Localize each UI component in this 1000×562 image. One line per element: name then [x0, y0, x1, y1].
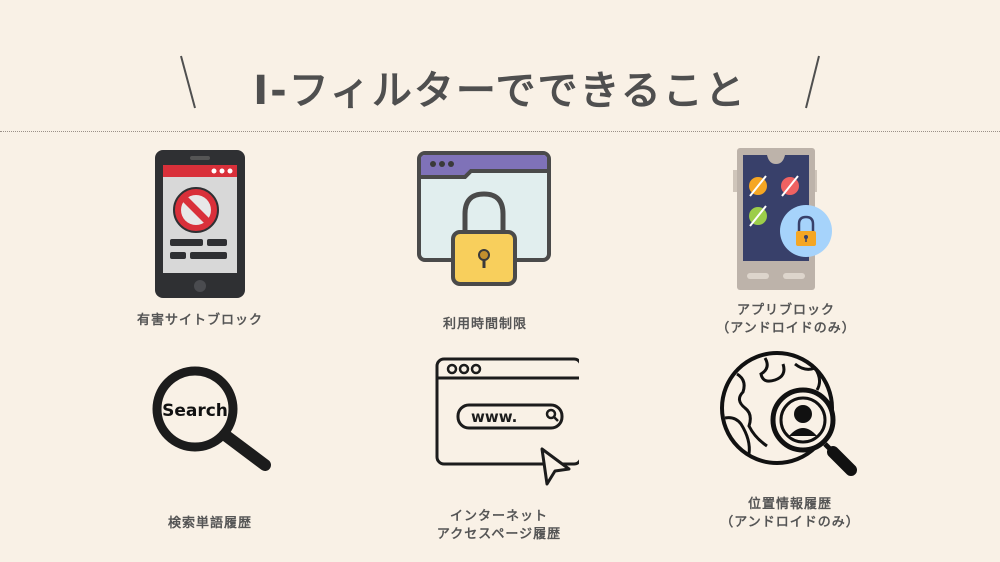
phone-app-lock-icon — [733, 148, 832, 290]
feature-internet-access-history: www. インターネット アクセスページ履歴 — [389, 356, 609, 544]
feature-label: インターネット — [449, 509, 548, 524]
search-text: Search — [162, 401, 228, 421]
left-slash-decoration — [180, 55, 196, 109]
feature-harmful-site-block: 有害サイトブロック — [90, 148, 310, 330]
feature-location-history: 位置情報履歴 （アンドロイドのみ） — [680, 350, 900, 532]
feature-label: 利用時間制限 — [442, 317, 527, 332]
header: I-フィルターでできること — [0, 50, 1000, 120]
globe-person-search-icon — [720, 351, 857, 476]
page-title: I-フィルターでできること — [253, 68, 747, 114]
right-slash-decoration — [805, 55, 820, 109]
phone-prohibited-icon — [155, 150, 245, 298]
feature-label: 検索単語履歴 — [167, 516, 252, 531]
feature-search-word-history: Search 検索単語履歴 — [100, 365, 320, 533]
feature-sublabel: （アンドロイドのみ） — [716, 321, 856, 336]
feature-label: 位置情報履歴 — [747, 497, 832, 512]
feature-sublabel: アクセスページ履歴 — [436, 527, 562, 542]
feature-label: 有害サイトブロック — [136, 313, 263, 328]
feature-sublabel: （アンドロイドのみ） — [720, 515, 860, 530]
feature-usage-time-limit: 利用時間制限 — [375, 150, 595, 334]
feature-app-block: アプリブロック （アンドロイドのみ） — [676, 146, 896, 338]
search-magnifier-icon: Search — [152, 366, 271, 471]
feature-label: アプリブロック — [736, 303, 835, 318]
browser-url-cursor-icon: www. — [435, 357, 579, 486]
divider — [0, 131, 1000, 132]
browser-lock-icon — [417, 151, 551, 286]
url-text: www. — [471, 408, 517, 426]
